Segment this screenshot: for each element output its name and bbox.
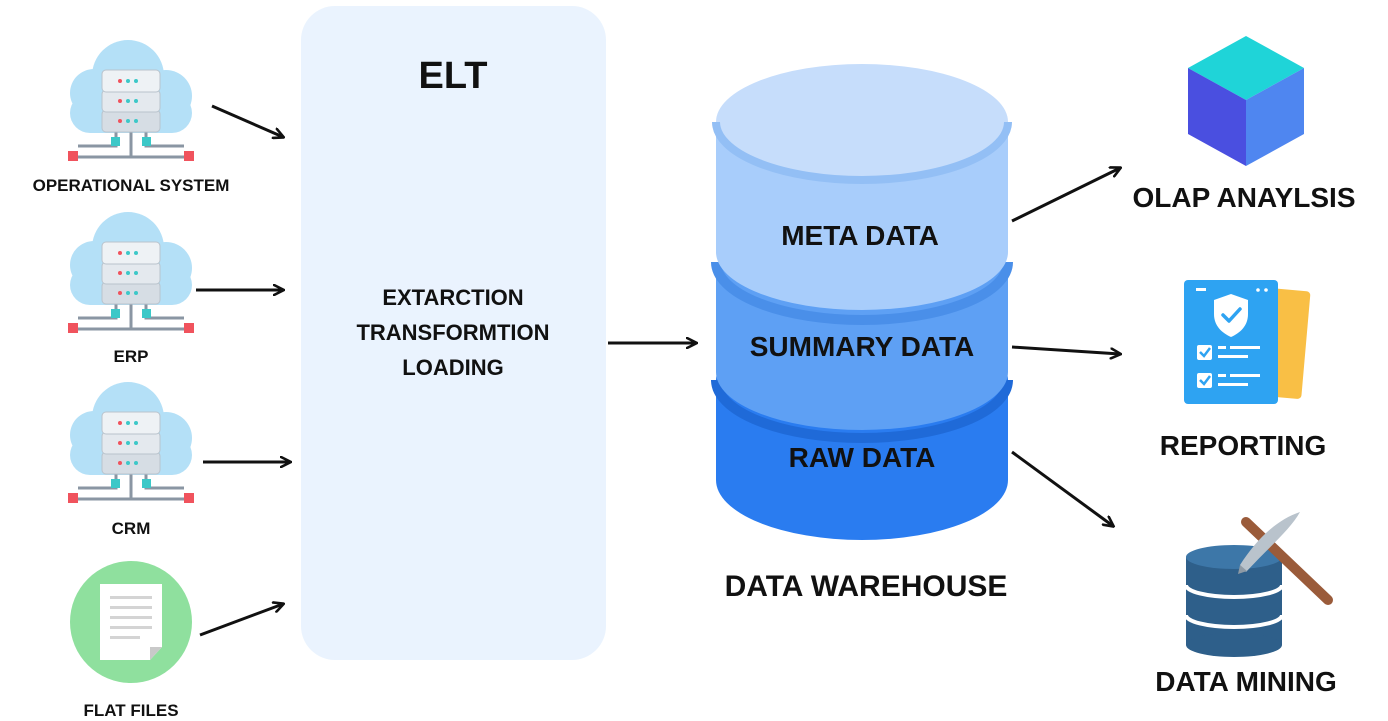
report-clipboard-icon: [1184, 280, 1311, 404]
elt-step-extraction: EXTARCTION: [382, 285, 523, 310]
cube-icon: [1188, 36, 1304, 166]
elt-panel: ELT EXTARCTION TRANSFORMTION LOADING: [301, 6, 606, 660]
source-label: FLAT FILES: [83, 701, 178, 720]
elt-step-loading: LOADING: [402, 355, 503, 380]
source-crm: CRM: [66, 380, 196, 538]
layer-label-meta: META DATA: [781, 220, 939, 251]
output-label: OLAP ANAYLSIS: [1132, 182, 1355, 213]
elt-title: ELT: [419, 55, 488, 97]
database-pickaxe-icon: [1184, 512, 1333, 657]
source-operational-system: OPERATIONAL SYSTEM: [33, 38, 230, 195]
layer-label-summary: SUMMARY DATA: [750, 331, 975, 362]
output-label: DATA MINING: [1155, 666, 1336, 697]
cloud-server-icon: [66, 38, 196, 163]
warehouse-label: DATA WAREHOUSE: [725, 570, 1008, 603]
arrow-to-olap: [1011, 168, 1120, 223]
source-label: CRM: [112, 519, 151, 538]
output-reporting: REPORTING: [1160, 280, 1326, 461]
arrow-to-reporting: [1011, 345, 1120, 354]
cloud-server-icon: [66, 380, 196, 505]
source-flat-files: FLAT FILES: [70, 561, 192, 720]
elt-step-transformation: TRANSFORMTION: [356, 320, 549, 345]
output-data-mining: DATA MINING: [1155, 512, 1337, 697]
layer-label-raw: RAW DATA: [789, 442, 936, 473]
source-erp: ERP: [66, 210, 196, 366]
summary-data-layer: [716, 262, 1008, 430]
document-icon: [70, 561, 192, 683]
arrow-flat-files-to-elt: [199, 604, 283, 637]
output-label: REPORTING: [1160, 430, 1326, 461]
cloud-server-icon: [66, 210, 196, 335]
source-label: OPERATIONAL SYSTEM: [33, 176, 230, 195]
data-warehouse-cylinder: META DATA SUMMARY DATA RAW DATA: [711, 64, 1013, 540]
arrow-operational-to-elt: [211, 104, 283, 137]
arrow-to-data-mining: [1011, 450, 1113, 526]
source-label: ERP: [114, 347, 149, 366]
output-olap-analysis: OLAP ANAYLSIS: [1132, 36, 1356, 213]
